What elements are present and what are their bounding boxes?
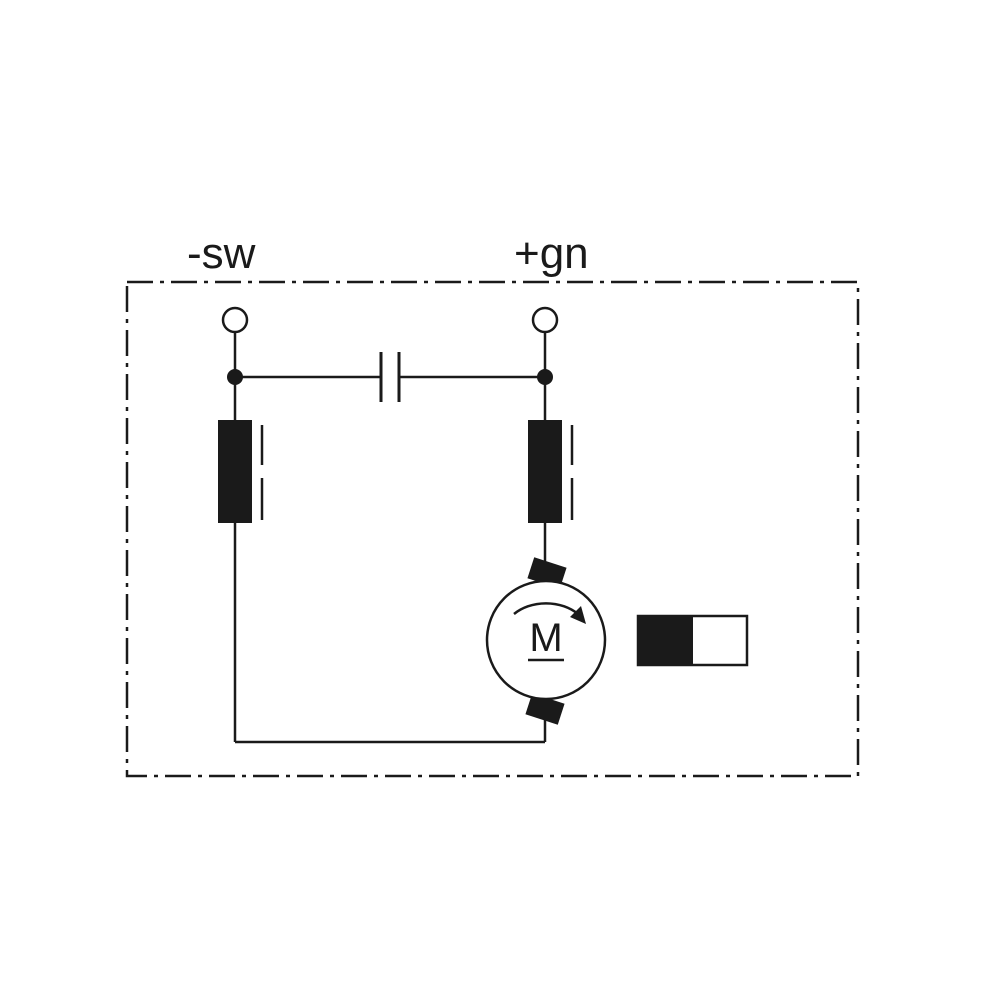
- motor-circle: [485, 579, 607, 701]
- terminal-label-negative: -sw: [187, 229, 256, 278]
- rotation-arrowhead-icon: [570, 606, 586, 624]
- wiring: [233, 333, 547, 744]
- motor-label: M: [529, 616, 562, 660]
- junction-left: [227, 369, 243, 385]
- inductor-right: [528, 420, 574, 523]
- capacitor: [379, 352, 401, 402]
- indicator-border: [636, 614, 749, 667]
- inductor-left-body: [218, 420, 252, 523]
- indicator-white-half: [693, 616, 747, 665]
- inductor-right-body: [528, 420, 562, 523]
- inductor-left: [218, 420, 264, 523]
- indicator-black-half: [638, 616, 693, 665]
- enclosure-border: [125, 280, 860, 778]
- terminal-label-positive: +gn: [514, 229, 589, 278]
- terminal-negative: [221, 306, 249, 334]
- motor-brush-bottom: [525, 693, 565, 725]
- rotation-arrow-icon: [513, 602, 579, 615]
- color-code-indicator: [636, 614, 749, 667]
- motor: M: [485, 557, 607, 725]
- junction-right: [537, 369, 553, 385]
- terminal-positive: [531, 306, 559, 334]
